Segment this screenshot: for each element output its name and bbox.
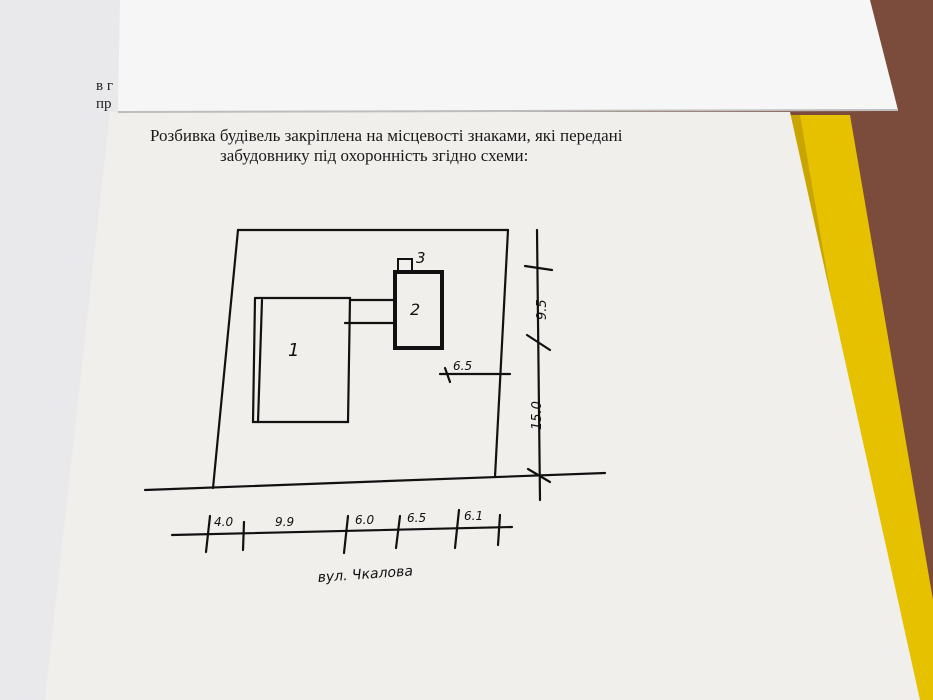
bottom-dim-6-1: 6.1	[464, 509, 483, 523]
left-document	[0, 0, 130, 700]
bottom-dim-9-9: 9.9	[275, 515, 294, 529]
bottom-dim-6-0: 6.0	[355, 513, 374, 527]
edge-text-2: пр	[96, 96, 112, 112]
bottom-dim-6-5: 6.5	[407, 511, 426, 525]
bottom-dim-4-0: 4.0	[214, 515, 233, 529]
site-sketch	[143, 228, 607, 555]
main-paper	[45, 112, 920, 700]
top-paper-edge	[117, 109, 899, 113]
offset-dim-6-5: 6.5	[453, 359, 472, 373]
right-dim-9-5: 9.5	[535, 299, 550, 320]
caption-line-2: забудовнику під охоронність згідно схеми…	[220, 146, 529, 165]
building-3-label: 3	[416, 249, 426, 267]
caption-line-1: Розбивка будівель закріплена на місцевос…	[150, 126, 623, 145]
building-2-label: 2	[410, 300, 420, 319]
building-1-label: 1	[288, 340, 299, 361]
edge-text-1: в г	[96, 78, 113, 94]
right-dim-15-0: 15.0	[530, 401, 545, 430]
street-label: вул. Чкалова	[317, 563, 413, 586]
top-paper	[118, 0, 898, 112]
